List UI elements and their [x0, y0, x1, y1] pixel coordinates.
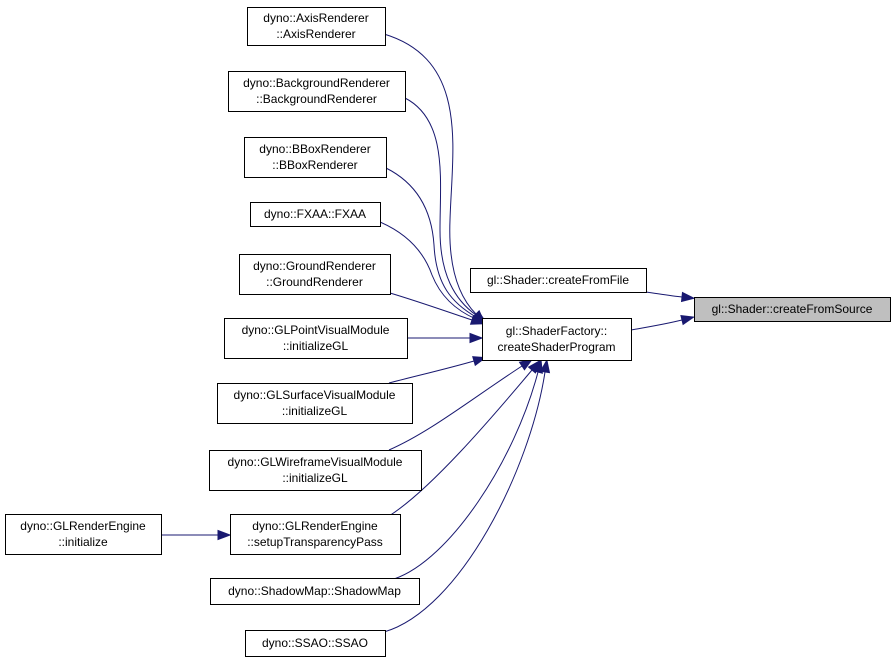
edge-glsurface-to-factory	[388, 356, 487, 384]
node-label-line: ::initializeGL	[283, 339, 349, 353]
node-label-line: ::BackgroundRenderer	[256, 92, 377, 106]
node-label-line: dyno::GLPointVisualModule	[242, 323, 390, 337]
node-box	[209, 450, 422, 491]
edge-arrowhead	[680, 291, 696, 303]
edge-arrowhead	[469, 314, 485, 325]
node-factory[interactable]: gl::ShaderFactory::createShaderProgram	[482, 318, 632, 361]
edge-arrowhead	[532, 359, 543, 374]
node-label-line: dyno::GroundRenderer	[253, 259, 376, 273]
edge-line	[383, 371, 546, 633]
node-ground[interactable]: dyno::GroundRenderer::GroundRenderer	[239, 254, 391, 295]
edge-line	[404, 97, 477, 316]
node-axis[interactable]: dyno::AxisRenderer::AxisRenderer	[247, 7, 386, 46]
nodes-layer: gl::Shader::createFromSource gl::Shader::…	[5, 7, 891, 657]
node-box	[470, 268, 647, 293]
node-label-line: dyno::GLRenderEngine	[252, 519, 378, 533]
node-label-line: dyno::BackgroundRenderer	[243, 76, 390, 90]
edge-bbox-to-factory	[385, 167, 488, 324]
edge-line	[645, 291, 683, 298]
edge-arrowhead	[217, 529, 232, 541]
edge-arrowhead	[469, 332, 484, 344]
edge-arrowhead	[680, 315, 696, 326]
edge-line	[388, 369, 533, 517]
edge-shadowmap-to-factory	[393, 359, 543, 580]
node-root[interactable]: gl::Shader::createFromSource	[694, 297, 891, 322]
node-label-line: ::setupTransparencyPass	[247, 535, 383, 549]
edges-layer	[161, 33, 696, 633]
edge-ssao-to-factory	[383, 358, 551, 633]
node-label-line: dyno::GLWireframeVisualModule	[228, 455, 403, 469]
node-box	[230, 514, 401, 555]
edge-line	[630, 319, 683, 331]
edge-glpoint-to-factory	[407, 332, 484, 344]
node-glpoint[interactable]: dyno::GLPointVisualModule::initializeGL	[224, 318, 408, 359]
node-fxaa[interactable]: dyno::FXAA::FXAA	[250, 202, 381, 227]
node-ssao[interactable]: dyno::SSAO::SSAO	[245, 630, 386, 657]
edge-line	[388, 365, 523, 451]
node-label-line: ::GroundRenderer	[266, 275, 363, 289]
edge-line	[388, 360, 475, 384]
node-label-line: gl::Shader::createFromFile	[487, 273, 629, 287]
node-box	[245, 630, 386, 657]
node-label-line: ::initialize	[58, 535, 108, 549]
edge-line	[383, 33, 477, 315]
node-label-line: ::AxisRenderer	[276, 27, 355, 41]
node-box	[694, 297, 891, 322]
node-bbox[interactable]: dyno::BBoxRenderer::BBoxRenderer	[244, 137, 387, 178]
node-label-line: createShaderProgram	[497, 340, 615, 354]
node-label-line: gl::ShaderFactory::	[506, 324, 607, 338]
node-setupTransp[interactable]: dyno::GLRenderEngine::setupTransparencyP…	[230, 514, 401, 555]
edge-line	[379, 221, 477, 320]
node-background[interactable]: dyno::BackgroundRenderer::BackgroundRend…	[228, 71, 406, 112]
edge-line	[393, 371, 539, 580]
node-box	[239, 254, 391, 295]
node-box	[482, 318, 632, 361]
edge-line	[385, 167, 477, 318]
node-label-line: ::initializeGL	[282, 471, 348, 485]
node-box	[228, 71, 406, 112]
node-label-line: ::initializeGL	[282, 404, 348, 418]
node-label-line: dyno::SSAO::SSAO	[262, 636, 368, 650]
node-glwire[interactable]: dyno::GLWireframeVisualModule::initializ…	[209, 450, 422, 491]
node-glsurface[interactable]: dyno::GLSurfaceVisualModule::initializeG…	[217, 383, 413, 424]
node-box	[250, 202, 381, 227]
node-label-line: dyno::GLRenderEngine	[20, 519, 146, 533]
node-label-line: gl::Shader::createFromSource	[712, 302, 873, 316]
node-box	[210, 578, 420, 605]
node-box	[5, 514, 162, 555]
node-label-line: dyno::AxisRenderer	[263, 11, 368, 25]
edge-line	[389, 292, 473, 321]
node-label-line: dyno::GLSurfaceVisualModule	[234, 388, 396, 402]
edge-factory-to-root	[630, 315, 696, 331]
edge-ground-to-factory	[389, 292, 485, 325]
node-box	[217, 383, 413, 424]
edge-arrowhead	[539, 358, 551, 374]
node-box	[224, 318, 408, 359]
node-label-line: ::BBoxRenderer	[272, 158, 357, 172]
node-box	[247, 7, 386, 46]
node-label-line: dyno::FXAA::FXAA	[264, 207, 366, 221]
node-label-line: dyno::BBoxRenderer	[259, 142, 370, 156]
node-engineInit[interactable]: dyno::GLRenderEngine::initialize	[5, 514, 162, 555]
node-label-line: dyno::ShadowMap::ShadowMap	[228, 584, 401, 598]
edge-createFromFile-to-root	[645, 291, 696, 303]
edge-engineInit-to-setupTransp	[161, 529, 232, 541]
node-createFromFile[interactable]: gl::Shader::createFromFile	[470, 268, 647, 293]
node-shadowmap[interactable]: dyno::ShadowMap::ShadowMap	[210, 578, 420, 605]
node-box	[244, 137, 387, 178]
